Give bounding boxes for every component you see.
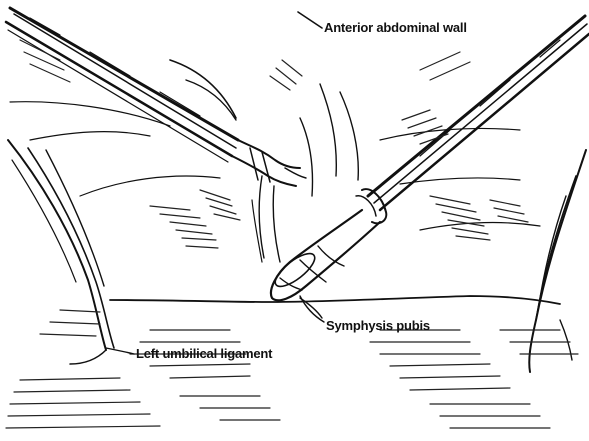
right-laparoscopic-instrument xyxy=(271,16,589,300)
symphysis-pubis-contour xyxy=(110,296,560,318)
anterior-wall-pointer xyxy=(298,12,322,28)
right-lateral-fold xyxy=(529,150,586,372)
left-umbilical-ligament-fold xyxy=(8,140,114,364)
label-symphysis-pubis: Symphysis pubis xyxy=(326,318,430,333)
label-anterior-abdominal-wall: Anterior abdominal wall xyxy=(324,20,467,35)
shading-hatches xyxy=(6,40,578,428)
label-left-umbilical-ligament: Left umbilical ligament xyxy=(136,346,273,361)
